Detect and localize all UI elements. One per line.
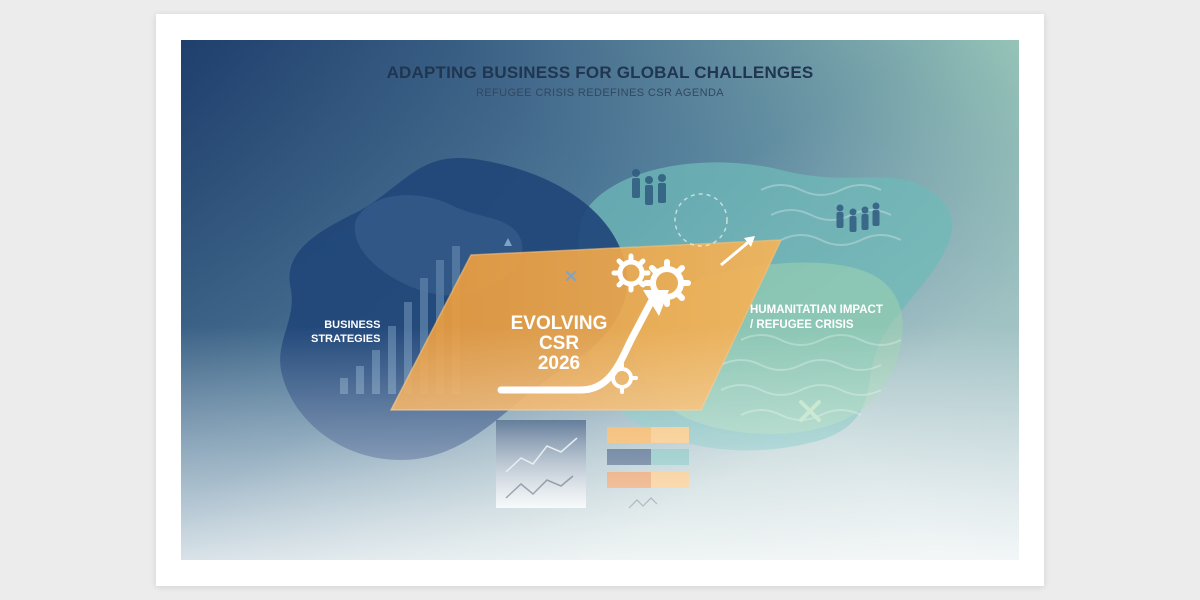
- humanitarian-label-line1: HUMANITATIAN IMPACT: [750, 304, 883, 316]
- poster-subtitle: REFUGEE CRISIS REDEFINES CSR AGENDA: [475, 87, 725, 99]
- business-strategies-label: BUSINESS STRATEGIES: [311, 318, 380, 346]
- humanitarian-label-line2: / REFUGEE CRISIS: [750, 319, 854, 331]
- business-label-line2: STRATEGIES: [311, 333, 381, 345]
- center-label-line2: CSR: [538, 333, 580, 354]
- evolving-csr-label: EVOLVING CSR 2026: [499, 314, 619, 374]
- center-label-line3: 2026: [537, 353, 581, 374]
- center-label-line1: EVOLVING: [510, 313, 608, 334]
- artwork-svg: [181, 40, 1019, 560]
- poster-title: ADAPTING BUSINESS FOR GLOBAL CHALLENGES: [386, 63, 814, 82]
- humanitarian-impact-label: HUMANITATIAN IMPACT / REFUGEE CRISIS: [750, 303, 883, 333]
- business-label-line1: BUSINESS: [324, 319, 381, 331]
- poster-artwork: ADAPTING BUSINESS FOR GLOBAL CHALLENGES …: [181, 40, 1019, 560]
- bottom-fade: [181, 40, 1019, 560]
